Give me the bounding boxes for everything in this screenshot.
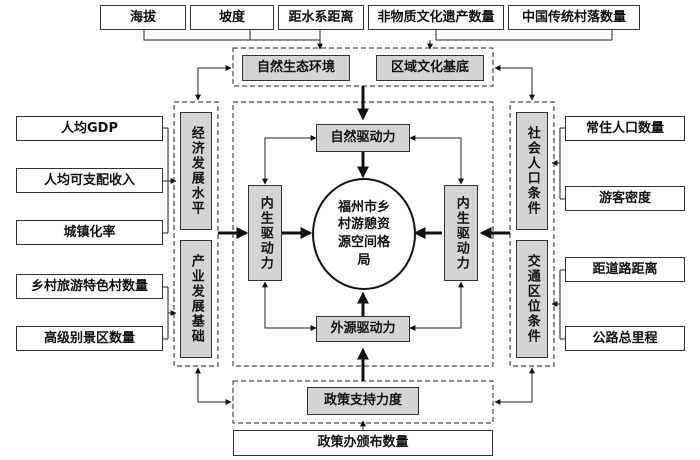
indicator-high-level-scenic: 高级别景区数量 (16, 326, 163, 351)
external-driving-force: 外源驱动力 (316, 316, 410, 342)
factor-policy-support: 政策支持力度 (307, 387, 419, 415)
factor-industrial-foundation: 产业发展基础 (180, 240, 212, 358)
indicator-tourism-villages: 乡村旅游特色村数量 (16, 274, 163, 299)
indicator-traditional-villages: 中国传统村落数量 (508, 5, 640, 30)
indicator-resident-population: 常住人口数量 (565, 116, 685, 141)
factor-transport-location: 交通区位条件 (516, 240, 548, 358)
factor-economic-development: 经济发展水平 (180, 112, 212, 230)
indicator-policy-documents: 政策办颁布数量 (233, 430, 493, 456)
indicator-urbanization-rate: 城镇化率 (16, 220, 163, 245)
factor-social-population: 社会人口条件 (516, 112, 548, 230)
indicator-gdp-per-capita: 人均GDP (16, 116, 163, 141)
indicator-road-distance: 距道路距离 (565, 257, 685, 282)
natural-driving-force: 自然驱动力 (316, 124, 410, 152)
factor-regional-culture: 区域文化基底 (376, 55, 484, 81)
internal-driving-force-right: 内生驱动力 (444, 185, 478, 281)
indicator-slope: 坡度 (190, 5, 274, 30)
internal-driving-force-left: 内生驱动力 (248, 185, 282, 281)
indicator-highway-mileage: 公路总里程 (565, 326, 685, 351)
indicator-tourist-density: 游客密度 (565, 186, 685, 211)
indicator-water-distance: 距水系距离 (278, 5, 364, 30)
indicator-disposable-income: 人均可支配收入 (16, 168, 163, 193)
core-spatial-pattern: 福州市乡村游憩资源空间格局 (312, 178, 416, 290)
indicator-altitude: 海拔 (100, 5, 186, 30)
factor-natural-environment: 自然生态环境 (242, 55, 350, 81)
indicator-intangible-heritage: 非物质文化遗产数量 (368, 5, 504, 30)
